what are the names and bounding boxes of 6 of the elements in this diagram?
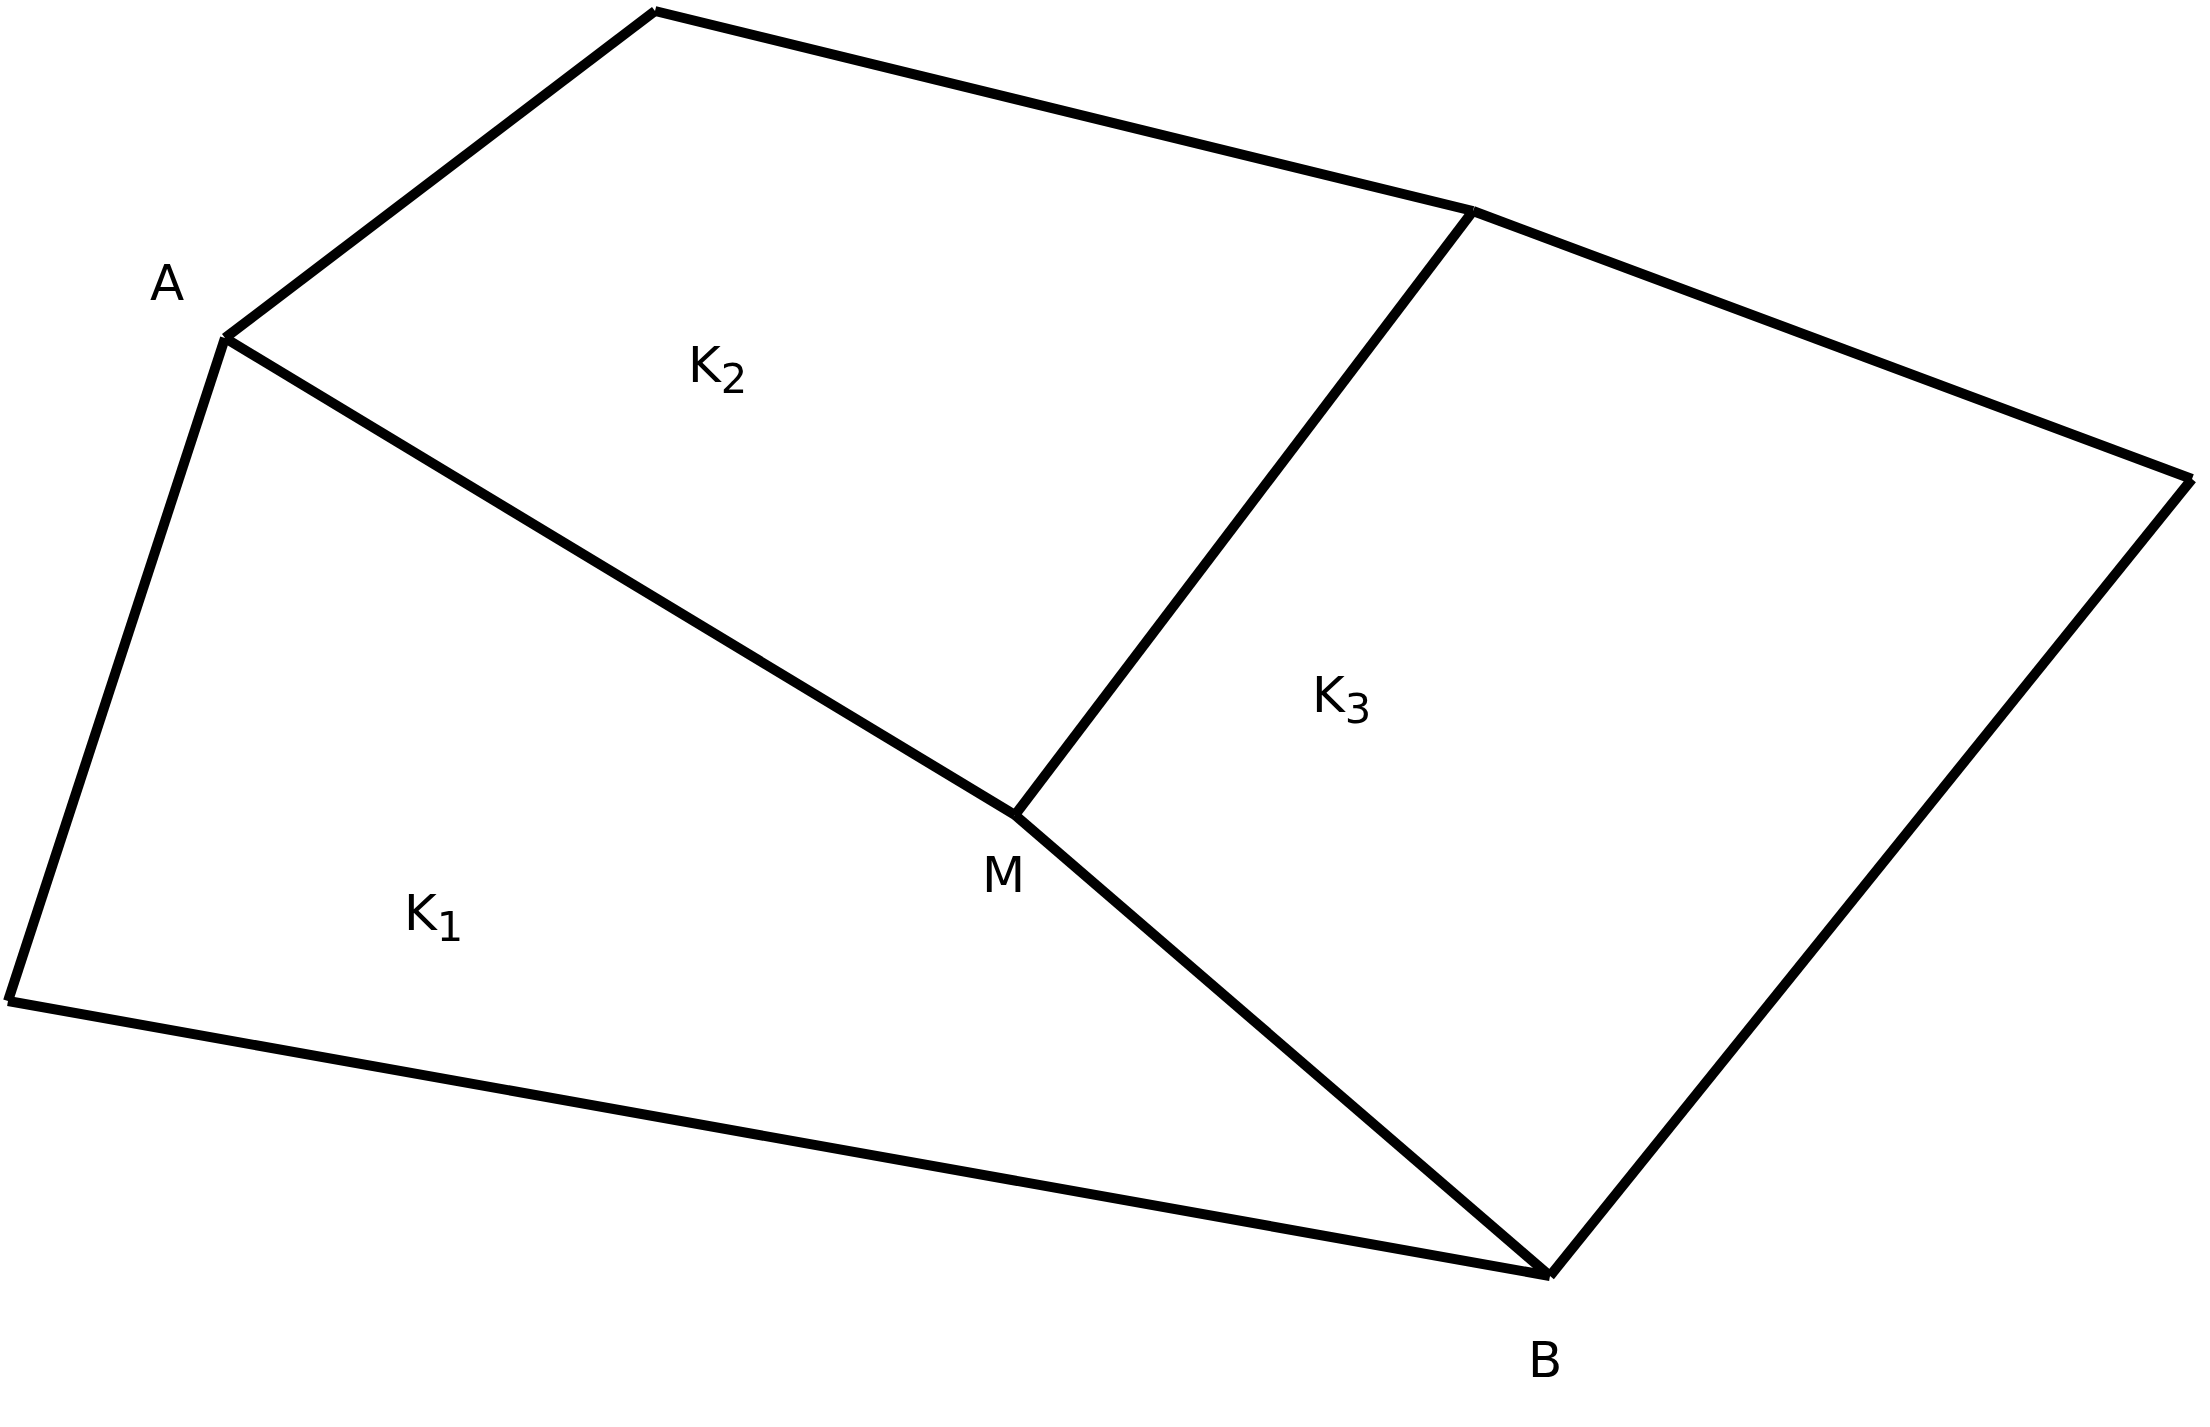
region-label: K$_{3}$	[1312, 670, 1372, 730]
region-label: K$_{1}$	[404, 888, 464, 948]
point-label: M	[982, 850, 1026, 900]
region-label: K$_{2}$	[688, 340, 748, 400]
point-label: A	[150, 258, 185, 308]
point-label: B	[1528, 1335, 1563, 1385]
